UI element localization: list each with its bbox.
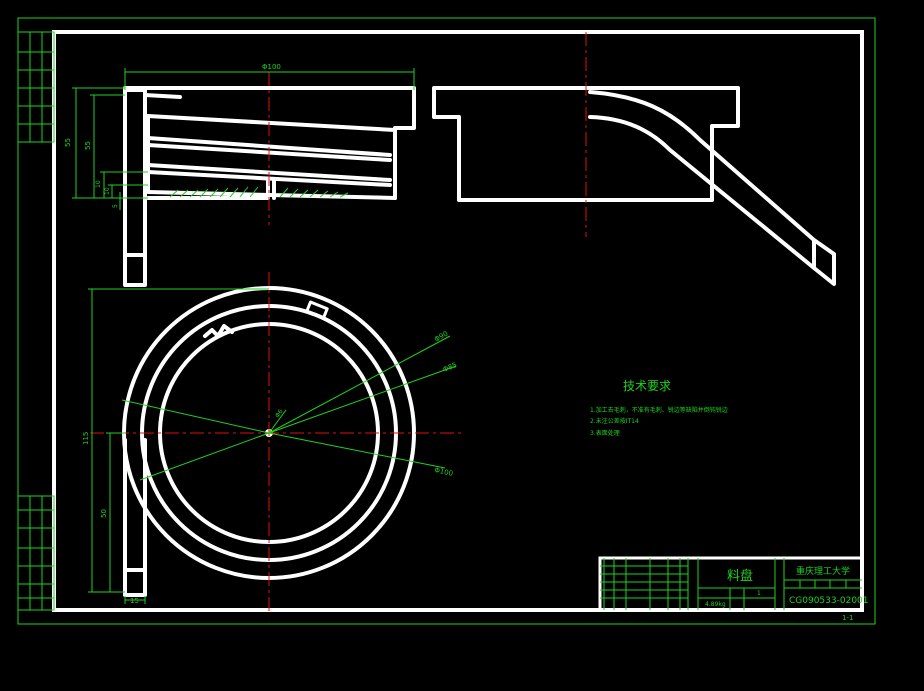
notes-line-1: 1.加工去毛刺，不准有毛刺、锐边等缺陷并倒钝锐边 — [590, 406, 728, 414]
left-revision-strip — [17, 31, 55, 143]
dim-top-width: Φ100 — [262, 63, 281, 71]
title-block: 料盘 重庆理工大学 CG090533-02001 1 4.89kg 1-1 — [598, 556, 869, 622]
sheet-outer-border — [17, 17, 876, 625]
dim-height-inner: 55 — [84, 141, 92, 150]
technical-notes: 技术要求 1.加工去毛刺，不准有毛刺、锐边等缺陷并倒钝锐边 2.未注公差按IT1… — [590, 379, 728, 437]
dim-left-a: 115 — [82, 432, 90, 445]
dim-step-a: 10 — [95, 180, 102, 188]
notes-line-3: 3.表面处理 — [590, 429, 620, 437]
dim-dia-hole: Φ6 — [274, 408, 285, 419]
side-view — [432, 32, 836, 286]
plan-view: Φ90 Φ85 Φ100 Φ6 115 50 15 — [82, 272, 465, 612]
dim-left-b: 50 — [100, 509, 108, 518]
dim-dia-c: Φ100 — [434, 466, 454, 478]
notes-line-2: 2.未注公差按IT14 — [590, 417, 639, 425]
dim-bottom-width: 15 — [130, 597, 139, 605]
dim-dia-b: Φ85 — [442, 361, 458, 374]
title-drawing-no: CG090533-02001 — [789, 596, 869, 606]
title-weight: 4.89kg — [705, 601, 726, 608]
title-part-name: 料盘 — [727, 568, 753, 584]
dim-dia-a: Φ90 — [433, 330, 449, 344]
sheet-number: 1-1 — [842, 614, 853, 622]
drawing-frame — [52, 30, 864, 612]
front-section-view: Φ100 55 55 10 10 5 — [64, 63, 416, 287]
section-hatch — [169, 186, 349, 198]
dim-height-outer: 55 — [64, 138, 72, 147]
left-signature-strip — [17, 495, 55, 611]
title-school: 重庆理工大学 — [796, 565, 850, 577]
title-scale: 1 — [757, 590, 761, 597]
dim-step-b: 10 — [104, 187, 111, 195]
notes-heading: 技术要求 — [623, 379, 671, 393]
dim-step-c: 5 — [112, 204, 119, 208]
